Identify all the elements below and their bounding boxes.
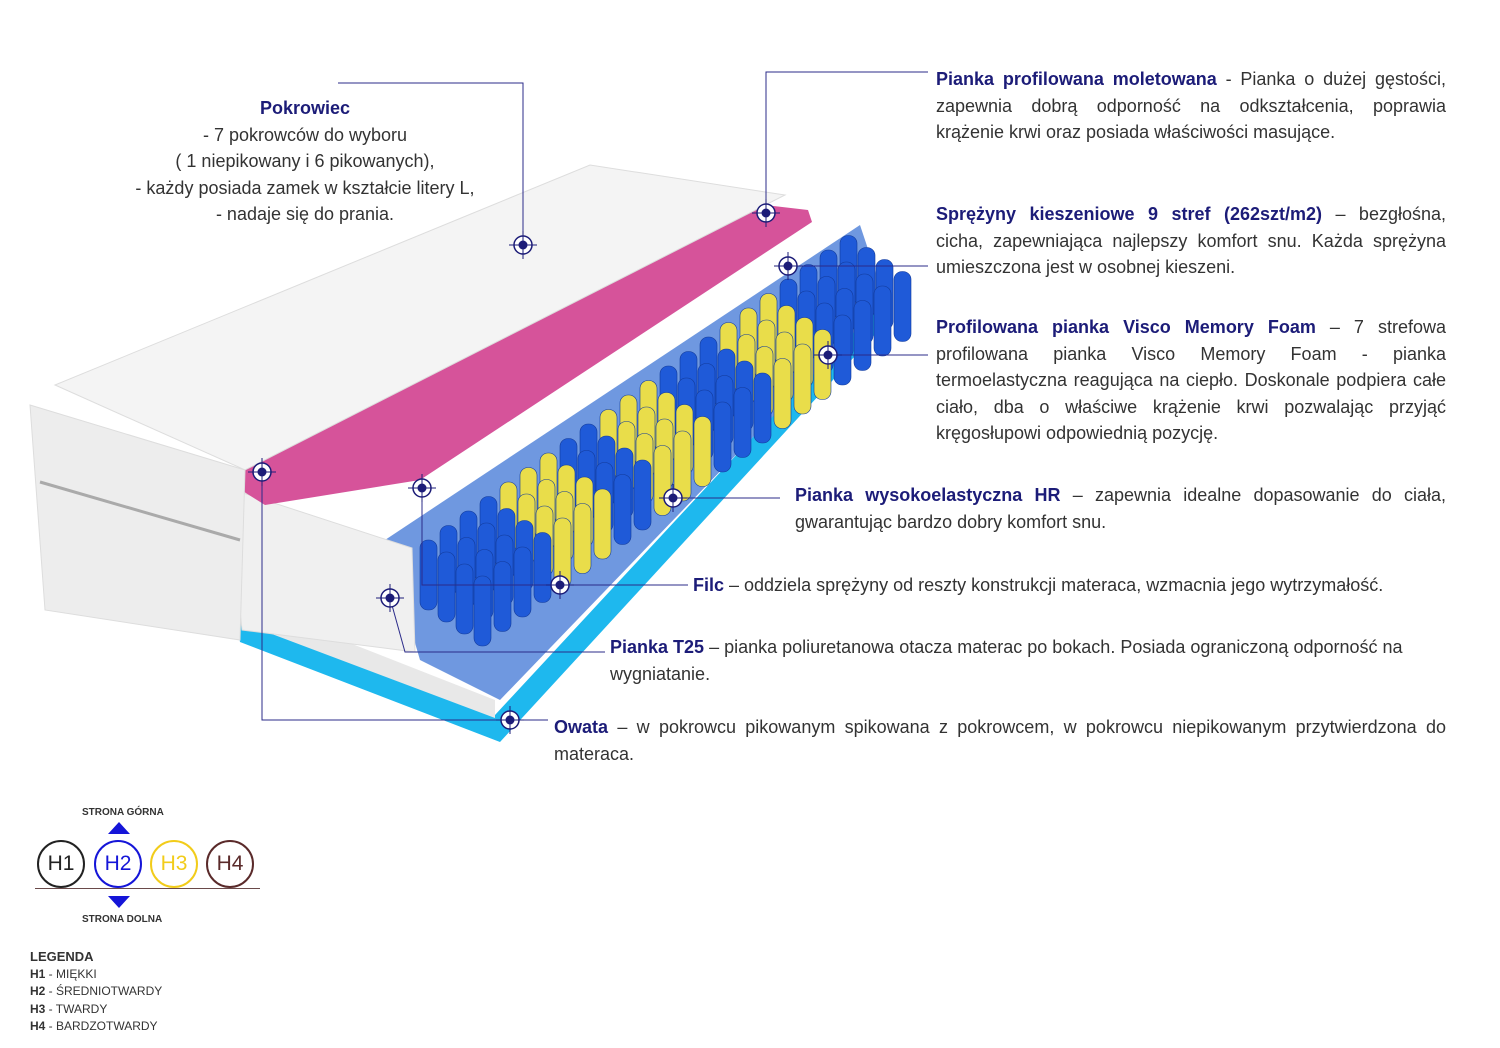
- target-marker-icon: [774, 252, 802, 280]
- target-marker-icon: [376, 584, 404, 612]
- cover-line: - 7 pokrowców do wyboru: [202, 124, 408, 145]
- layer-title: Owata: [554, 717, 609, 737]
- leader-molded: [765, 71, 928, 213]
- layer-text: - Pianka o dużej gęstości, zapewnia dobr…: [936, 69, 1446, 142]
- target-marker-icon: [496, 706, 524, 734]
- target-marker-icon: [752, 199, 780, 227]
- cover-top: [53, 164, 787, 471]
- layer-owata: Owata – w pokrowcu pikowanym spikowana z…: [554, 714, 1446, 767]
- layer-title: Profilowana pianka Visco Memory Foam: [936, 317, 1316, 337]
- legend-item: H4 - BARDZOTWARDY: [30, 1019, 158, 1033]
- spring-pocket: [733, 387, 752, 458]
- leader-cover: [338, 82, 524, 245]
- spring-pocket: [437, 551, 456, 623]
- legend: LEGENDA H1 - MIĘKKI H2 - ŚREDNIOTWARDY H…: [30, 948, 162, 1036]
- bottom-side-label: STRONA DOLNA: [82, 914, 163, 925]
- cover-seam: [39, 480, 241, 542]
- cover-line: ( 1 niepikowany i 6 pikowanych),: [175, 151, 435, 171]
- leader-felt2: [421, 488, 560, 586]
- spring-pocket: [833, 314, 852, 386]
- layer-molded-foam: Pianka profilowana moletowana - Pianka o…: [936, 66, 1446, 146]
- layer-title: Pianka T25: [610, 637, 705, 657]
- spring-pocket: [613, 474, 632, 545]
- legend-item: H2 - ŚREDNIOTWARDY: [30, 984, 163, 998]
- cover-line: - nadaje się do prania.: [215, 204, 395, 224]
- target-marker-icon: [546, 571, 574, 599]
- layer-text: – w pokrowcu pikowanym spikowana z pokro…: [554, 717, 1446, 764]
- cover-description: Pokrowiec - 7 pokrowców do wyboru ( 1 ni…: [110, 95, 500, 228]
- spring-pocket: [533, 532, 552, 603]
- target-marker-icon: [659, 484, 687, 512]
- layer-springs: Sprężyny kieszeniowe 9 stref (262szt/m2)…: [936, 201, 1446, 281]
- hardness-baseline: [35, 888, 260, 889]
- layer-title: Sprężyny kieszeniowe 9 stref (262szt/m2): [936, 204, 1322, 224]
- spring-pocket: [713, 401, 732, 473]
- top-side-label: STRONA GÓRNA: [82, 807, 164, 818]
- spring-pocket: [893, 271, 912, 342]
- arrow-up-icon: [108, 822, 130, 834]
- layer-t25: Pianka T25 – pianka poliuretanowa otacza…: [610, 634, 1446, 687]
- leader-t25: [389, 597, 605, 653]
- legend-item: H3 - TWARDY: [30, 1001, 108, 1016]
- layer-text: – pianka poliuretanowa otacza materac po…: [610, 637, 1403, 684]
- layer-text: – 7 strefowa profilowana pianka Visco Me…: [936, 317, 1446, 443]
- spring-pocket: [853, 300, 872, 371]
- pocket-springs: [419, 235, 912, 647]
- molded-foam-layer: [222, 205, 812, 505]
- layer-visco: Profilowana pianka Visco Memory Foam – 7…: [936, 314, 1446, 447]
- arrow-down-icon: [108, 896, 130, 908]
- spring-pocket: [753, 372, 772, 444]
- spring-pocket: [633, 459, 652, 531]
- leader-owata: [261, 472, 548, 721]
- spring-pocket: [573, 503, 592, 574]
- hardness-h3: H3: [150, 840, 198, 888]
- cover-line: - każdy posiada zamek w kształcie litery…: [135, 177, 475, 198]
- hardness-h1: H1: [37, 840, 85, 888]
- hardness-h4: H4: [206, 840, 254, 888]
- spring-pocket: [873, 285, 892, 357]
- spring-pocket: [513, 546, 532, 618]
- legend-title: LEGENDA: [30, 949, 94, 964]
- layer-text: – oddziela sprężyny od reszty konstrukcj…: [724, 575, 1384, 595]
- layer-title: Pianka wysokoelastyczna HR: [795, 485, 1061, 505]
- owata-layer: [235, 300, 890, 742]
- spring-pocket: [473, 575, 492, 647]
- spring-pocket: [793, 343, 812, 415]
- spring-pocket: [673, 430, 692, 502]
- target-marker-icon: [814, 341, 842, 369]
- spring-pocket: [773, 358, 792, 429]
- layer-hr-foam: Pianka wysokoelastyczna HR – zapewnia id…: [795, 482, 1446, 535]
- leader-lines: [261, 71, 928, 721]
- cover-front: [29, 404, 246, 641]
- spring-pocket: [455, 563, 474, 635]
- arrows: [108, 822, 130, 908]
- spring-pocket: [493, 561, 512, 632]
- t25-side-foam: [227, 487, 416, 653]
- spring-pocket: [693, 416, 712, 487]
- spring-pocket: [593, 488, 612, 560]
- layer-title: Filc: [693, 575, 725, 595]
- target-marker-icon: [509, 231, 537, 259]
- layer-title: Pianka profilowana moletowana: [936, 69, 1217, 89]
- spring-pocket: [419, 539, 438, 611]
- layer-felt: Filc – oddziela sprężyny od reszty konst…: [693, 572, 1453, 599]
- legend-item: H1 - MIĘKKI: [30, 966, 97, 981]
- target-marker-icon: [408, 474, 436, 502]
- target-marker-icon: [248, 458, 276, 486]
- hardness-h2: H2: [94, 840, 142, 888]
- layer-text: – zapewnia idealne dopasowanie do ciała,…: [795, 485, 1446, 532]
- layer-text: – bezgłośna, cicha, zapewniająca najleps…: [936, 204, 1446, 277]
- cover-title: Pokrowiec: [259, 98, 351, 118]
